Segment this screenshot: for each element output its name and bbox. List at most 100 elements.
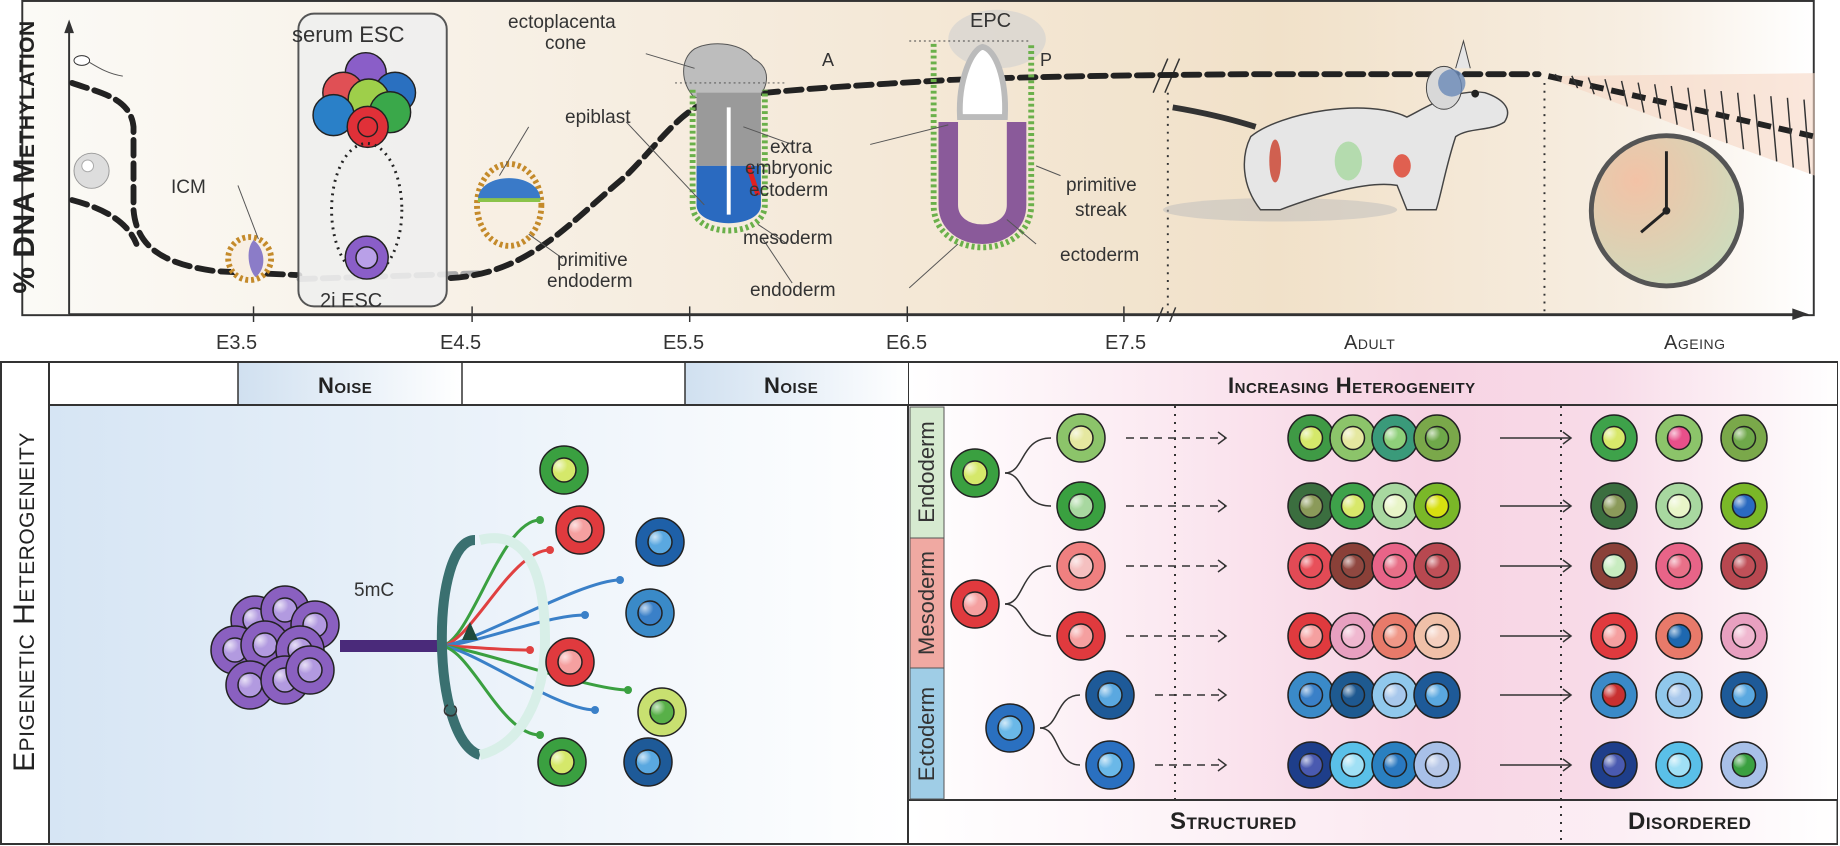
demethylation-arrow — [436, 535, 483, 760]
aged-cell-icon — [1590, 741, 1638, 789]
error-bar — [1736, 92, 1745, 150]
error-bar — [1554, 73, 1562, 83]
aged-cell-icon — [1590, 542, 1638, 590]
noise-cells — [537, 445, 687, 787]
label-primitive-streak: primitive — [1066, 175, 1137, 196]
top-panel-background — [21, 0, 1815, 317]
aged-cell-icon — [1590, 482, 1638, 530]
noise-cell-icon — [625, 588, 675, 638]
adult-cell-icon — [1287, 612, 1335, 660]
noise-cell-icon — [537, 737, 587, 787]
increasing-heterogeneity-band — [909, 363, 1837, 405]
label-ectoplacenta-cone: ectoplacenta — [508, 12, 616, 33]
5mc-arrowhead-icon — [462, 622, 478, 640]
daughter-cell-icon — [1085, 740, 1135, 790]
label-mesoderm: mesoderm — [743, 228, 833, 249]
fan-arrow — [439, 548, 551, 648]
arrowhead-icon — [1217, 758, 1228, 772]
noise-band-2 — [685, 363, 908, 405]
adult-cell-icon — [1329, 542, 1377, 590]
error-bar — [1637, 82, 1645, 113]
aged-cell-icon — [1655, 542, 1703, 590]
aged-cell-icon — [1655, 671, 1703, 719]
error-bar — [1720, 90, 1728, 144]
error-bar — [1670, 85, 1678, 125]
adult-cell-icon — [1287, 741, 1335, 789]
arrowhead-icon — [1217, 499, 1228, 513]
adult-cell-icon — [1371, 741, 1419, 789]
adult-cell-icon — [1413, 414, 1461, 462]
label-epc: EPC — [970, 10, 1012, 32]
branch-arrow — [1004, 565, 1052, 605]
x-axis-ticks — [252, 306, 1125, 322]
fan-arrow — [439, 613, 586, 648]
noise-label: Noise — [318, 373, 373, 398]
ageing-error-bars — [1554, 73, 1811, 174]
adult-cell-icon — [1329, 414, 1377, 462]
adult-cell-icon — [1413, 671, 1461, 719]
label-extra-embryonic-ectoderm: extra — [770, 137, 813, 158]
arrowhead-icon — [1562, 688, 1573, 702]
arrowhead-icon — [536, 731, 544, 739]
error-bar — [1604, 79, 1612, 101]
adult-cell-icon — [1371, 671, 1419, 719]
adult-cell-icon — [1371, 414, 1419, 462]
esc-interconversion-loop — [330, 141, 404, 278]
error-bar — [1770, 96, 1778, 162]
x-tick-label: E3.5 — [216, 332, 258, 354]
noise-cell-icon — [539, 445, 589, 495]
ageing-clock-icon — [1588, 133, 1745, 289]
adult-cell-icon — [1371, 542, 1419, 590]
error-bar — [1753, 94, 1761, 156]
paternal-methylation-curve — [69, 80, 303, 279]
arrowhead-icon — [581, 611, 589, 619]
error-bar — [1653, 84, 1662, 119]
x-tick-label: E5.5 — [663, 332, 705, 354]
germ-band-ectoderm — [909, 667, 945, 800]
2i-esc-cell-icon — [344, 235, 389, 280]
fan-arrow — [439, 644, 541, 737]
arrowhead-icon — [624, 686, 632, 694]
progenitor-cell-icon — [950, 448, 1000, 498]
label-anterior: A — [822, 50, 835, 70]
aged-cell-icon — [1590, 414, 1638, 462]
oocyte-icon — [73, 152, 110, 189]
embryo-methylation-curve — [447, 71, 1542, 282]
lineage-fan-arrows — [439, 516, 632, 739]
label-5mc: 5mC — [354, 580, 395, 601]
icm-blastocyst-icon — [225, 234, 275, 283]
aged-cell-icon — [1720, 542, 1768, 590]
adult-cell-rows — [1287, 414, 1573, 789]
arrowhead-icon — [1562, 629, 1573, 643]
branch-arrow — [1039, 694, 1081, 729]
aged-cell-icon — [1720, 741, 1768, 789]
pluripotent-cluster-icon — [210, 585, 340, 710]
arrowhead-icon — [1217, 629, 1228, 643]
branch-arrow — [1039, 727, 1081, 766]
epigenetic-noise-area — [50, 406, 907, 843]
arrowhead-icon — [616, 576, 624, 584]
increasing-heterogeneity-label: Increasing Heterogeneity — [1228, 373, 1476, 398]
e55-egg-cylinder-icon — [675, 43, 788, 234]
adult-cell-icon — [1413, 612, 1461, 660]
noise-label: Noise — [764, 373, 819, 398]
pluripotent-cell-icon — [285, 645, 335, 695]
x-tick-label: E7.5 — [1105, 332, 1147, 354]
noise-band-1 — [238, 363, 462, 405]
label-ectoplacenta-cone: cone — [545, 33, 587, 54]
arrowhead-icon — [1217, 431, 1228, 445]
label-icm: ICM — [171, 177, 206, 198]
methylation-arrow — [478, 533, 551, 760]
progenitor-cell-icon — [985, 703, 1035, 753]
adult-cell-icon — [1329, 482, 1377, 530]
adult-cell-icon — [1371, 612, 1419, 660]
noise-cell-icon — [555, 505, 605, 555]
label-ectoderm: ectoderm — [1060, 245, 1140, 266]
stage-label-ageing: Ageing — [1664, 332, 1726, 354]
noise-cell-icon — [635, 517, 685, 567]
error-bar — [1687, 87, 1695, 131]
x-tick-label: E4.5 — [440, 332, 482, 354]
aged-cell-icon — [1720, 612, 1768, 660]
e45-blastocyst-icon — [474, 161, 545, 249]
lineage-area — [909, 406, 1837, 799]
